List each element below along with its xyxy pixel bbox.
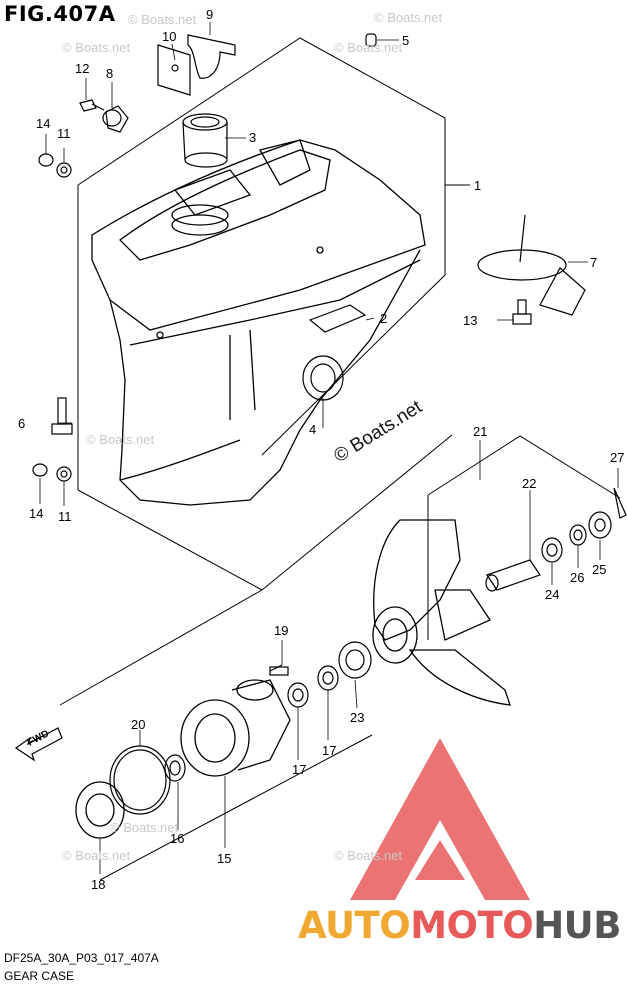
plate-9-10 (157, 34, 236, 96)
bolt-13 (512, 299, 532, 325)
callout-label: 14 (29, 506, 44, 521)
nut-14-bottom (32, 463, 72, 482)
grommet-8 (102, 105, 129, 133)
callout-label: 19 (274, 623, 289, 638)
callout-label: 22 (522, 476, 537, 491)
o-ring-20 (109, 745, 171, 815)
watermark: © Boats.net (62, 848, 131, 863)
nut-25 (588, 511, 612, 539)
seal-4 (302, 355, 344, 401)
pin-5 (365, 33, 377, 47)
callout-label: 18 (91, 877, 106, 892)
callout-label: 21 (473, 424, 488, 439)
watermark: © Boats.net (62, 40, 131, 55)
callout-label: 4 (309, 422, 317, 437)
gear-case-body (91, 139, 426, 506)
callout-label: 13 (463, 313, 478, 328)
nut-14-top (38, 153, 72, 178)
logo-mark (350, 738, 530, 900)
logo-part-auto: AUTO (298, 904, 411, 947)
callout-label: 12 (75, 61, 90, 76)
callout-label: 7 (590, 255, 598, 270)
callout-label: 1 (474, 178, 482, 193)
bolt-6 (51, 397, 73, 435)
spacer-22 (485, 559, 541, 592)
callout-label: 14 (36, 116, 51, 131)
fwd-arrow (14, 727, 63, 762)
logo-wordmark: AUTOMOTOHUB (298, 904, 621, 947)
callout-label: 11 (57, 126, 71, 141)
bolt-19 (269, 664, 289, 676)
bushing-16 (164, 754, 186, 782)
callout-label: 23 (350, 710, 365, 725)
washer-23 (338, 641, 372, 679)
part-2-plate (308, 304, 367, 333)
callout-label: 25 (592, 562, 607, 577)
callout-label: 16 (170, 831, 185, 846)
callout-label: 26 (570, 570, 585, 585)
watermark: © Boats.net (86, 432, 155, 447)
washer-24 (541, 537, 563, 563)
callout-label: 17 (292, 762, 307, 777)
diagram-caption: GEAR CASE (4, 969, 75, 983)
callout-label: 9 (206, 7, 214, 22)
callout-label: 17 (322, 743, 337, 758)
callout-label: 20 (131, 717, 146, 732)
callout-label: 8 (106, 66, 114, 81)
washer-17 (287, 665, 339, 708)
logo-part-hub: HUB (533, 904, 621, 947)
callout-label: 2 (380, 311, 388, 326)
callout-label: 3 (249, 130, 257, 145)
propeller-21 (372, 519, 511, 706)
callout-label: 15 (217, 851, 232, 866)
bushing-3 (182, 113, 228, 168)
washer-26 (569, 524, 587, 546)
watermark: © Boats.net (334, 40, 403, 55)
logo-part-moto: MOTO (410, 904, 534, 947)
cotter-pin-27 (613, 487, 627, 519)
watermark: © Boats.net (128, 12, 197, 27)
callout-label: 5 (402, 33, 410, 48)
figure-title: FIG.407A (4, 2, 116, 26)
callout-label: 27 (610, 450, 625, 465)
callout-box-lower (59, 434, 453, 706)
callout-box-1 (77, 37, 446, 456)
callout-box-21 (427, 435, 621, 499)
diagram-code: DF25A_30A_P03_017_407A (4, 951, 159, 965)
callout-label: 10 (162, 29, 177, 44)
anode-7 (477, 214, 586, 316)
watermark: © Boats.net (334, 848, 403, 863)
watermark: © Boats.net (374, 10, 443, 25)
callout-label: 24 (545, 587, 560, 602)
callout-label: 11 (58, 509, 72, 524)
carrier-15 (180, 679, 291, 777)
callout-label: 6 (18, 416, 26, 431)
watermark: © Boats.net (110, 820, 179, 835)
bolt-12 (79, 99, 105, 112)
